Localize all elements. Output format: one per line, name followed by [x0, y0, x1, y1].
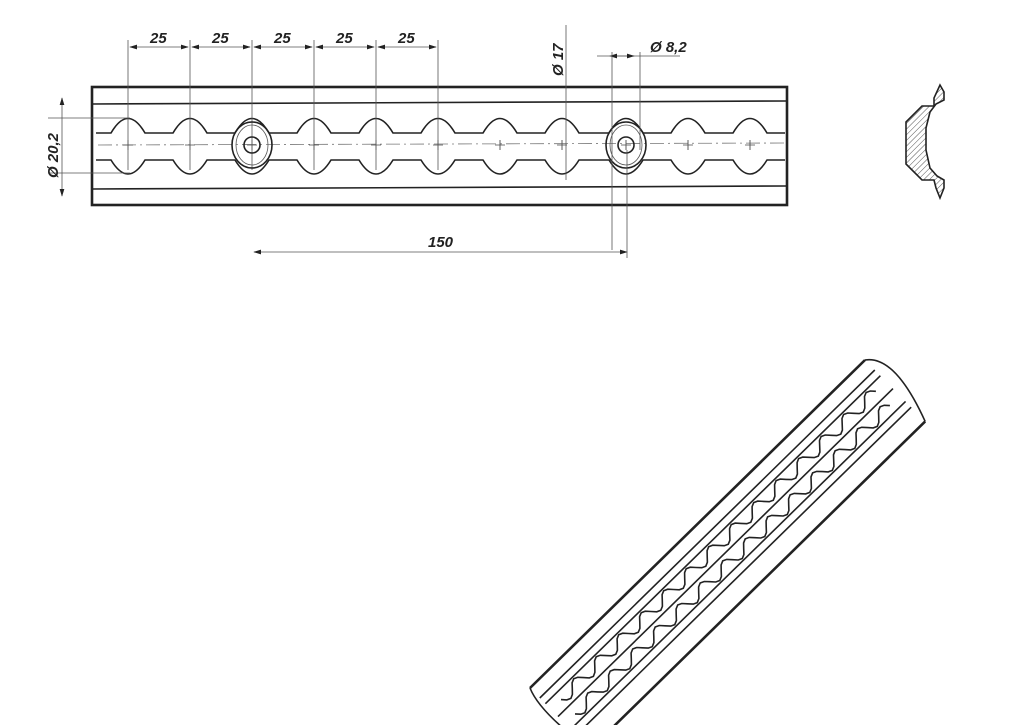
section-view: [905, 83, 945, 201]
rail-inner-edge-top: [91, 100, 788, 105]
dim-slot-width: Ø 20,2: [45, 132, 62, 178]
rail-edge: [613, 420, 927, 725]
holes: [123, 40, 755, 170]
bolt-boss: [231, 121, 273, 169]
dim-pitch-label: 25: [211, 30, 229, 47]
rail-edge: [585, 406, 912, 725]
isometric-view: [529, 358, 927, 725]
bolt-hole: [617, 136, 635, 154]
bolt-hole: [243, 136, 261, 154]
rail-end-profile: [864, 358, 926, 422]
dim-bolt-hole-diameter: Ø 8,2: [650, 39, 687, 56]
bolt-boss: [605, 121, 647, 169]
rail-scallop-edge: [560, 390, 876, 701]
rail-outline: [90, 85, 789, 207]
dim-pitch-label: 25: [149, 30, 167, 47]
dim-hole-diameter: Ø 17: [550, 43, 567, 76]
slot-edge-top: [96, 117, 785, 134]
rail-edge: [557, 388, 894, 718]
dim-pitch-label: 25: [397, 30, 415, 47]
rail-inner-edge-bottom: [91, 185, 788, 190]
slot-edge-bottom: [96, 159, 785, 175]
top-view: [90, 40, 789, 207]
rail-edge: [539, 369, 876, 699]
profile-cross-section: [905, 83, 945, 201]
rail-scallop-edge: [574, 404, 890, 716]
rail-edge: [529, 359, 866, 689]
rail-edge: [573, 400, 907, 725]
rail-edge: [544, 375, 881, 705]
dim-pitch-label: 25: [273, 30, 291, 47]
dim-bolt-spacing: 150: [428, 234, 454, 251]
rail-end-profile: [529, 687, 561, 725]
dim-pitch-label: 25: [335, 30, 353, 47]
centerline: [97, 142, 786, 146]
dimensions: 25 25 25 25 25 Ø 17 Ø 8,2 Ø 20,2 150: [45, 25, 687, 258]
